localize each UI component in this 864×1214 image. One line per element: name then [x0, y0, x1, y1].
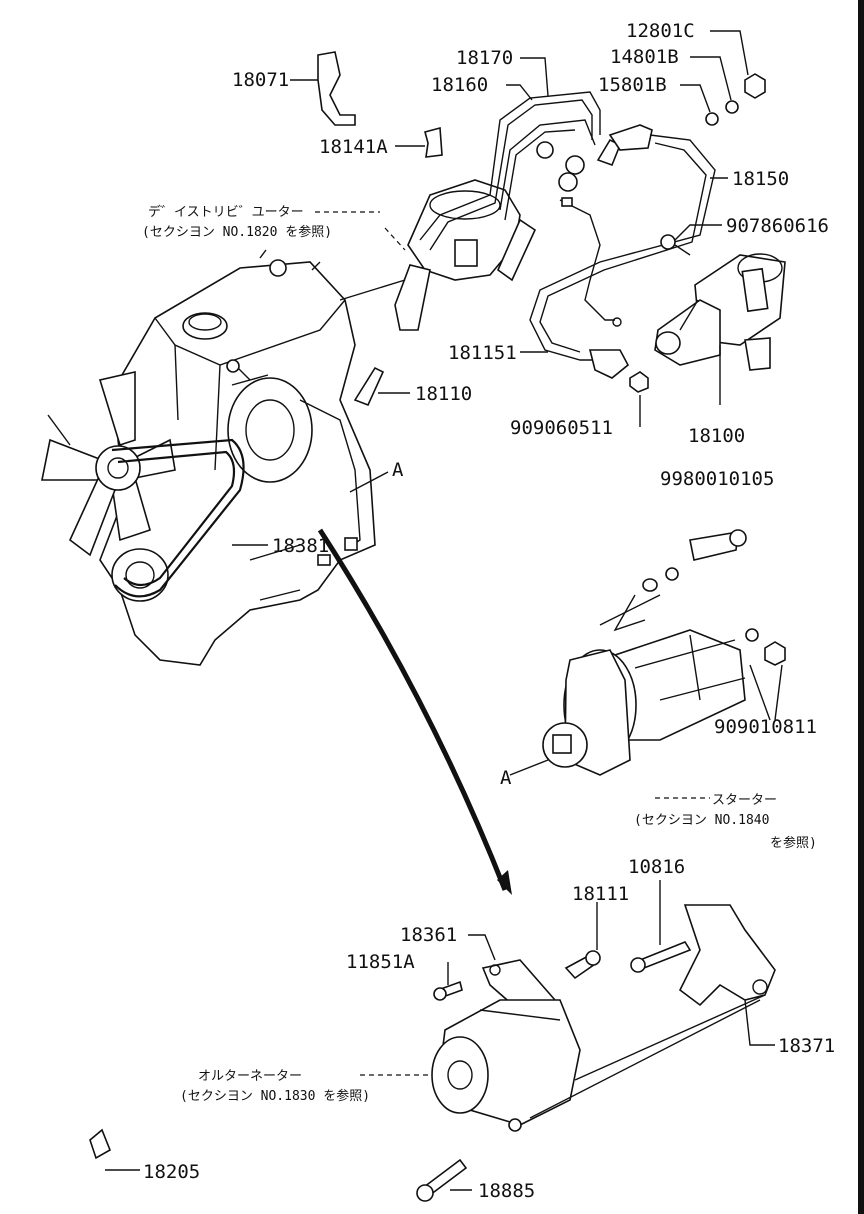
- scan-edge-bar: [858, 0, 864, 1214]
- label-11851a: 11851A: [346, 951, 415, 973]
- part-18205: [89, 1128, 112, 1160]
- note-distributor-ref: (セクシヨン NO.1820 を参照): [142, 224, 332, 240]
- engine-block: [41, 249, 376, 666]
- label-ref-a-engine: A: [392, 459, 404, 481]
- nut-909060511: [629, 371, 649, 393]
- note-distributor-name: デ゛イストリビ゛ユーター: [148, 204, 304, 220]
- section-notes: デ゛イストリビ゛ユーター (セクシヨン NO.1820 を参照) スターター (…: [142, 204, 817, 1104]
- ignition-cords: [419, 91, 716, 379]
- label-18100: 18100: [688, 425, 745, 447]
- label-18371: 18371: [778, 1035, 835, 1057]
- label-18170: 18170: [456, 47, 513, 69]
- label-14801b: 14801B: [610, 46, 679, 68]
- label-18160: 18160: [431, 74, 488, 96]
- note-starter-name: スターター: [712, 793, 777, 808]
- note-alternator-name: オルターネーター: [198, 1069, 302, 1084]
- fan-belt: [111, 438, 245, 598]
- reference-arrow: [317, 528, 508, 891]
- note-starter-ref2: を参照): [770, 835, 817, 851]
- label-10816: 10816: [628, 856, 685, 878]
- label-18205: 18205: [143, 1161, 200, 1183]
- clip-18141a: [424, 126, 443, 158]
- label-12801c: 12801C: [626, 20, 695, 42]
- alternator-assembly: [89, 904, 776, 1202]
- label-ref-a-starter: A: [500, 767, 512, 789]
- label-909010811: 909010811: [714, 716, 817, 738]
- note-starter-ref: (セクシヨン NO.1840: [634, 813, 769, 828]
- label-18141a: 18141A: [319, 136, 388, 158]
- bracket-18371: [678, 904, 776, 1007]
- part-number-labels: 12801C 14801B 15801B 18071 18170 18160 1…: [143, 20, 835, 1202]
- bolt-9980010105: [689, 531, 739, 561]
- distributor: [339, 179, 537, 331]
- label-909060511: 909060511: [510, 417, 613, 439]
- leader-lines: [105, 30, 775, 1191]
- label-18885: 18885: [478, 1180, 535, 1202]
- label-907860616: 907860616: [726, 215, 829, 237]
- ignition-coil: [654, 234, 786, 371]
- small-parts-top: [317, 51, 766, 407]
- starter: [509, 529, 786, 776]
- label-181151: 181151: [448, 342, 517, 364]
- fan: [41, 370, 176, 557]
- label-15801b: 15801B: [598, 74, 667, 96]
- clamp-18071: [317, 51, 356, 126]
- label-18150: 18150: [732, 168, 789, 190]
- label-9980010105: 9980010105: [660, 468, 774, 490]
- washer-15801b: [705, 112, 719, 126]
- spark-plug: [353, 366, 385, 407]
- washer-14801b: [725, 100, 739, 114]
- label-18110: 18110: [415, 383, 472, 405]
- label-18111: 18111: [572, 883, 629, 905]
- label-18381: 18381: [272, 535, 329, 557]
- note-alternator-ref: (セクシヨン NO.1830 を参照): [180, 1088, 370, 1104]
- nut-12801c: [744, 73, 766, 99]
- label-18071: 18071: [232, 69, 289, 91]
- label-18361: 18361: [400, 924, 457, 946]
